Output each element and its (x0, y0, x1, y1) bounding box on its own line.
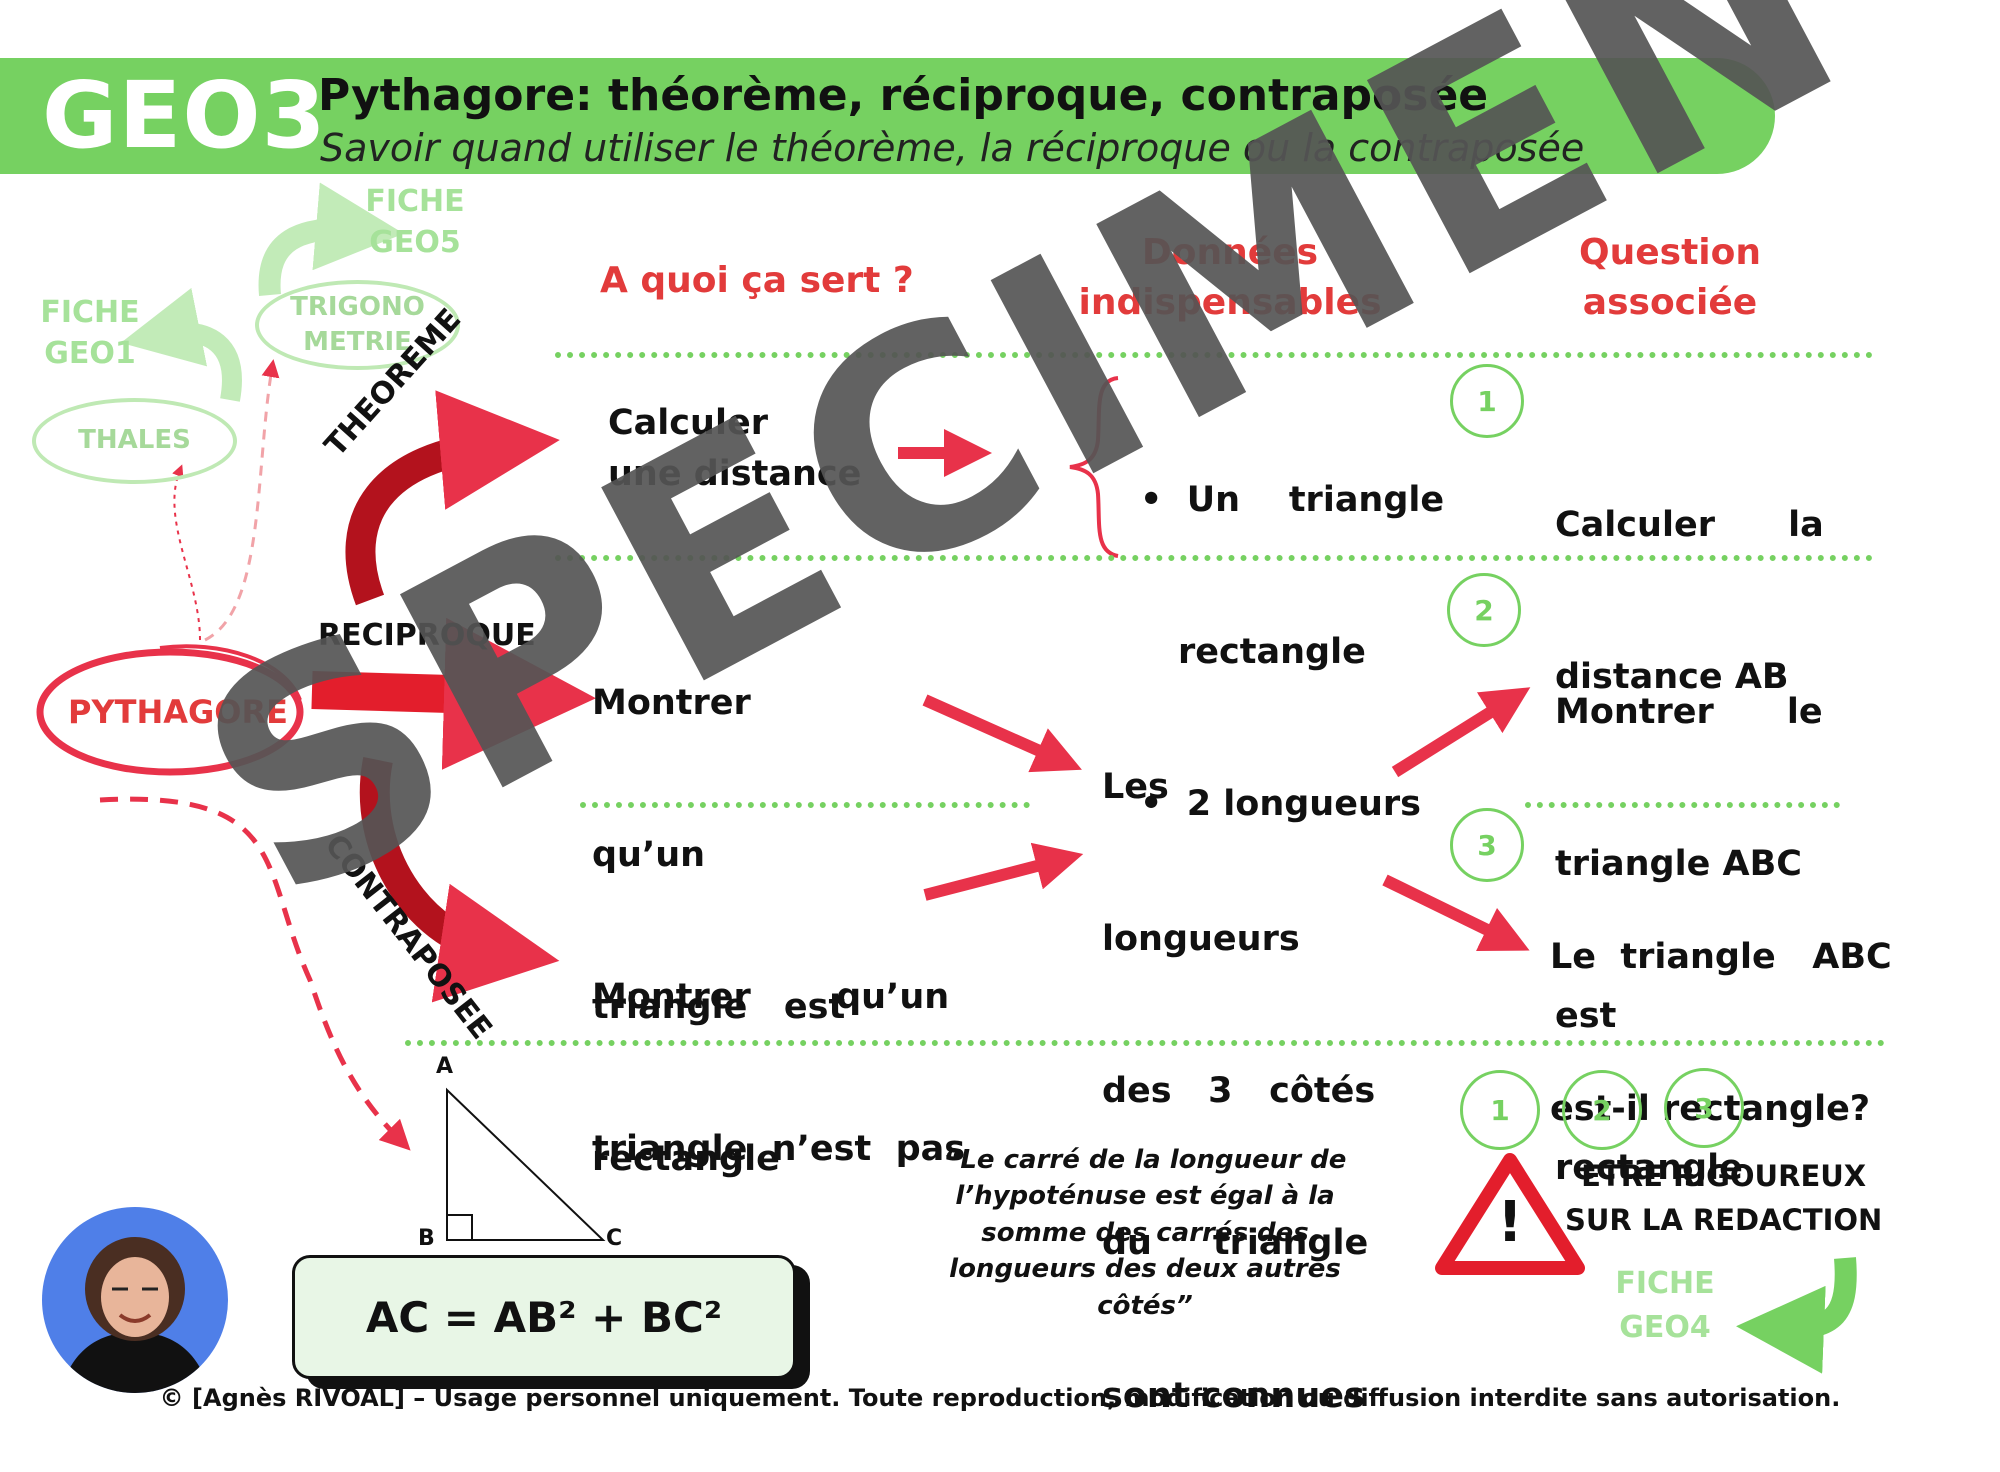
branch-arrow-contraposee (359, 757, 560, 1003)
theorem-quote: “Le carré de la longueur de l’hypoténuse… (943, 1145, 1347, 1321)
trigo-oval[interactable]: TRIGONO METRIE (255, 280, 460, 370)
vertex-c-label: C (606, 1226, 623, 1251)
thales-oval[interactable]: THALES (32, 398, 237, 484)
warning-exclamation-icon: ! (1497, 1190, 1523, 1255)
link-geo4-label[interactable]: FICHE GEO4 (1615, 1266, 1715, 1345)
separator-question (1525, 802, 1840, 808)
arrow-data-to-q2 (1391, 687, 1531, 778)
rigor-note: ETRE RIGOUREUX SUR LA REDACTION (1565, 1159, 1883, 1237)
col-header-data: Données indispensables (1078, 232, 1382, 324)
dashed-to-trigo (204, 359, 280, 642)
header-banner (0, 58, 1775, 174)
theoreme-purpose: Calculer une distance (608, 403, 862, 494)
arrow-reciproque-to-data (922, 694, 1082, 773)
col-header-purpose: A quoi ça sert ? (600, 260, 914, 301)
theoreme-data: • Un triangle rectangle • 2 longueurs (1140, 479, 1445, 825)
branch-arrow-reciproque (311, 617, 596, 770)
warning-triangle (1435, 1153, 1585, 1275)
separator-theoreme (555, 555, 1873, 561)
bullet: • (1140, 479, 1187, 520)
reciproque-question: Montrer le triangle ABC est rectangle (1555, 691, 1823, 1189)
page-title: Pythagore: théorème, réciproque, contrap… (318, 70, 1489, 121)
diagram-arrows (36, 182, 1857, 1374)
reciproque-purpose: Montrer qu’un triangle est rectangle (592, 682, 846, 1180)
branch-arrow-theoreme (345, 390, 560, 606)
vertex-b-label: B (418, 1226, 435, 1251)
question-number-3: 3 (1450, 808, 1524, 882)
pythagore-formula: AC = AB² + BC² (292, 1255, 796, 1379)
shared-data: Les longueurs des 3 côtés du triangle so… (1102, 766, 1376, 1416)
copyright-footer: © [Agnès RIVOAL] – Usage personnel uniqu… (159, 1384, 1841, 1412)
page-subtitle: Savoir quand utiliser le théorème, la ré… (320, 126, 1585, 170)
link-arrow-geo4 (1736, 1257, 1857, 1374)
link-arrow-geo5 (258, 182, 404, 296)
dashed-to-triangle (99, 796, 411, 1151)
dashed-to-thales (172, 464, 201, 641)
col-header-question: Question associée (1579, 232, 1761, 324)
link-geo1-label[interactable]: FICHE GEO1 (40, 295, 140, 371)
vertex-a-label: A (436, 1054, 454, 1079)
link-geo5-label[interactable]: FICHE GEO5 (365, 184, 465, 260)
pythagore-oval (36, 648, 304, 776)
rigor-circle-2: 2 (1562, 1070, 1642, 1150)
right-angle-mark (446, 1214, 473, 1241)
separator-header (555, 352, 1873, 358)
avatar (42, 1207, 228, 1393)
question-number-2: 2 (1447, 573, 1521, 647)
sheet-code: GEO3 (42, 62, 327, 169)
separator-purpose (580, 802, 1030, 808)
bullet: • (1140, 784, 1187, 824)
avatar-portrait-icon (60, 1237, 210, 1393)
arrow-contraposee-to-data (923, 842, 1084, 901)
separator-bottom (405, 1040, 1885, 1046)
question-number-1: 1 (1450, 364, 1524, 438)
link-arrow-geo1 (120, 287, 242, 402)
rigor-circle-3: 3 (1664, 1068, 1744, 1148)
data-brace (1069, 376, 1119, 558)
rigor-circle-1: 1 (1460, 1070, 1540, 1150)
arrow-data-to-q3 (1382, 874, 1530, 952)
right-triangle (446, 1087, 606, 1241)
pythagore-label: PYTHAGORE (68, 693, 288, 731)
branch-label-reciproque: RECIPROQUE (318, 618, 536, 653)
theoreme-question: Calculer la distance AB (1555, 504, 1824, 697)
